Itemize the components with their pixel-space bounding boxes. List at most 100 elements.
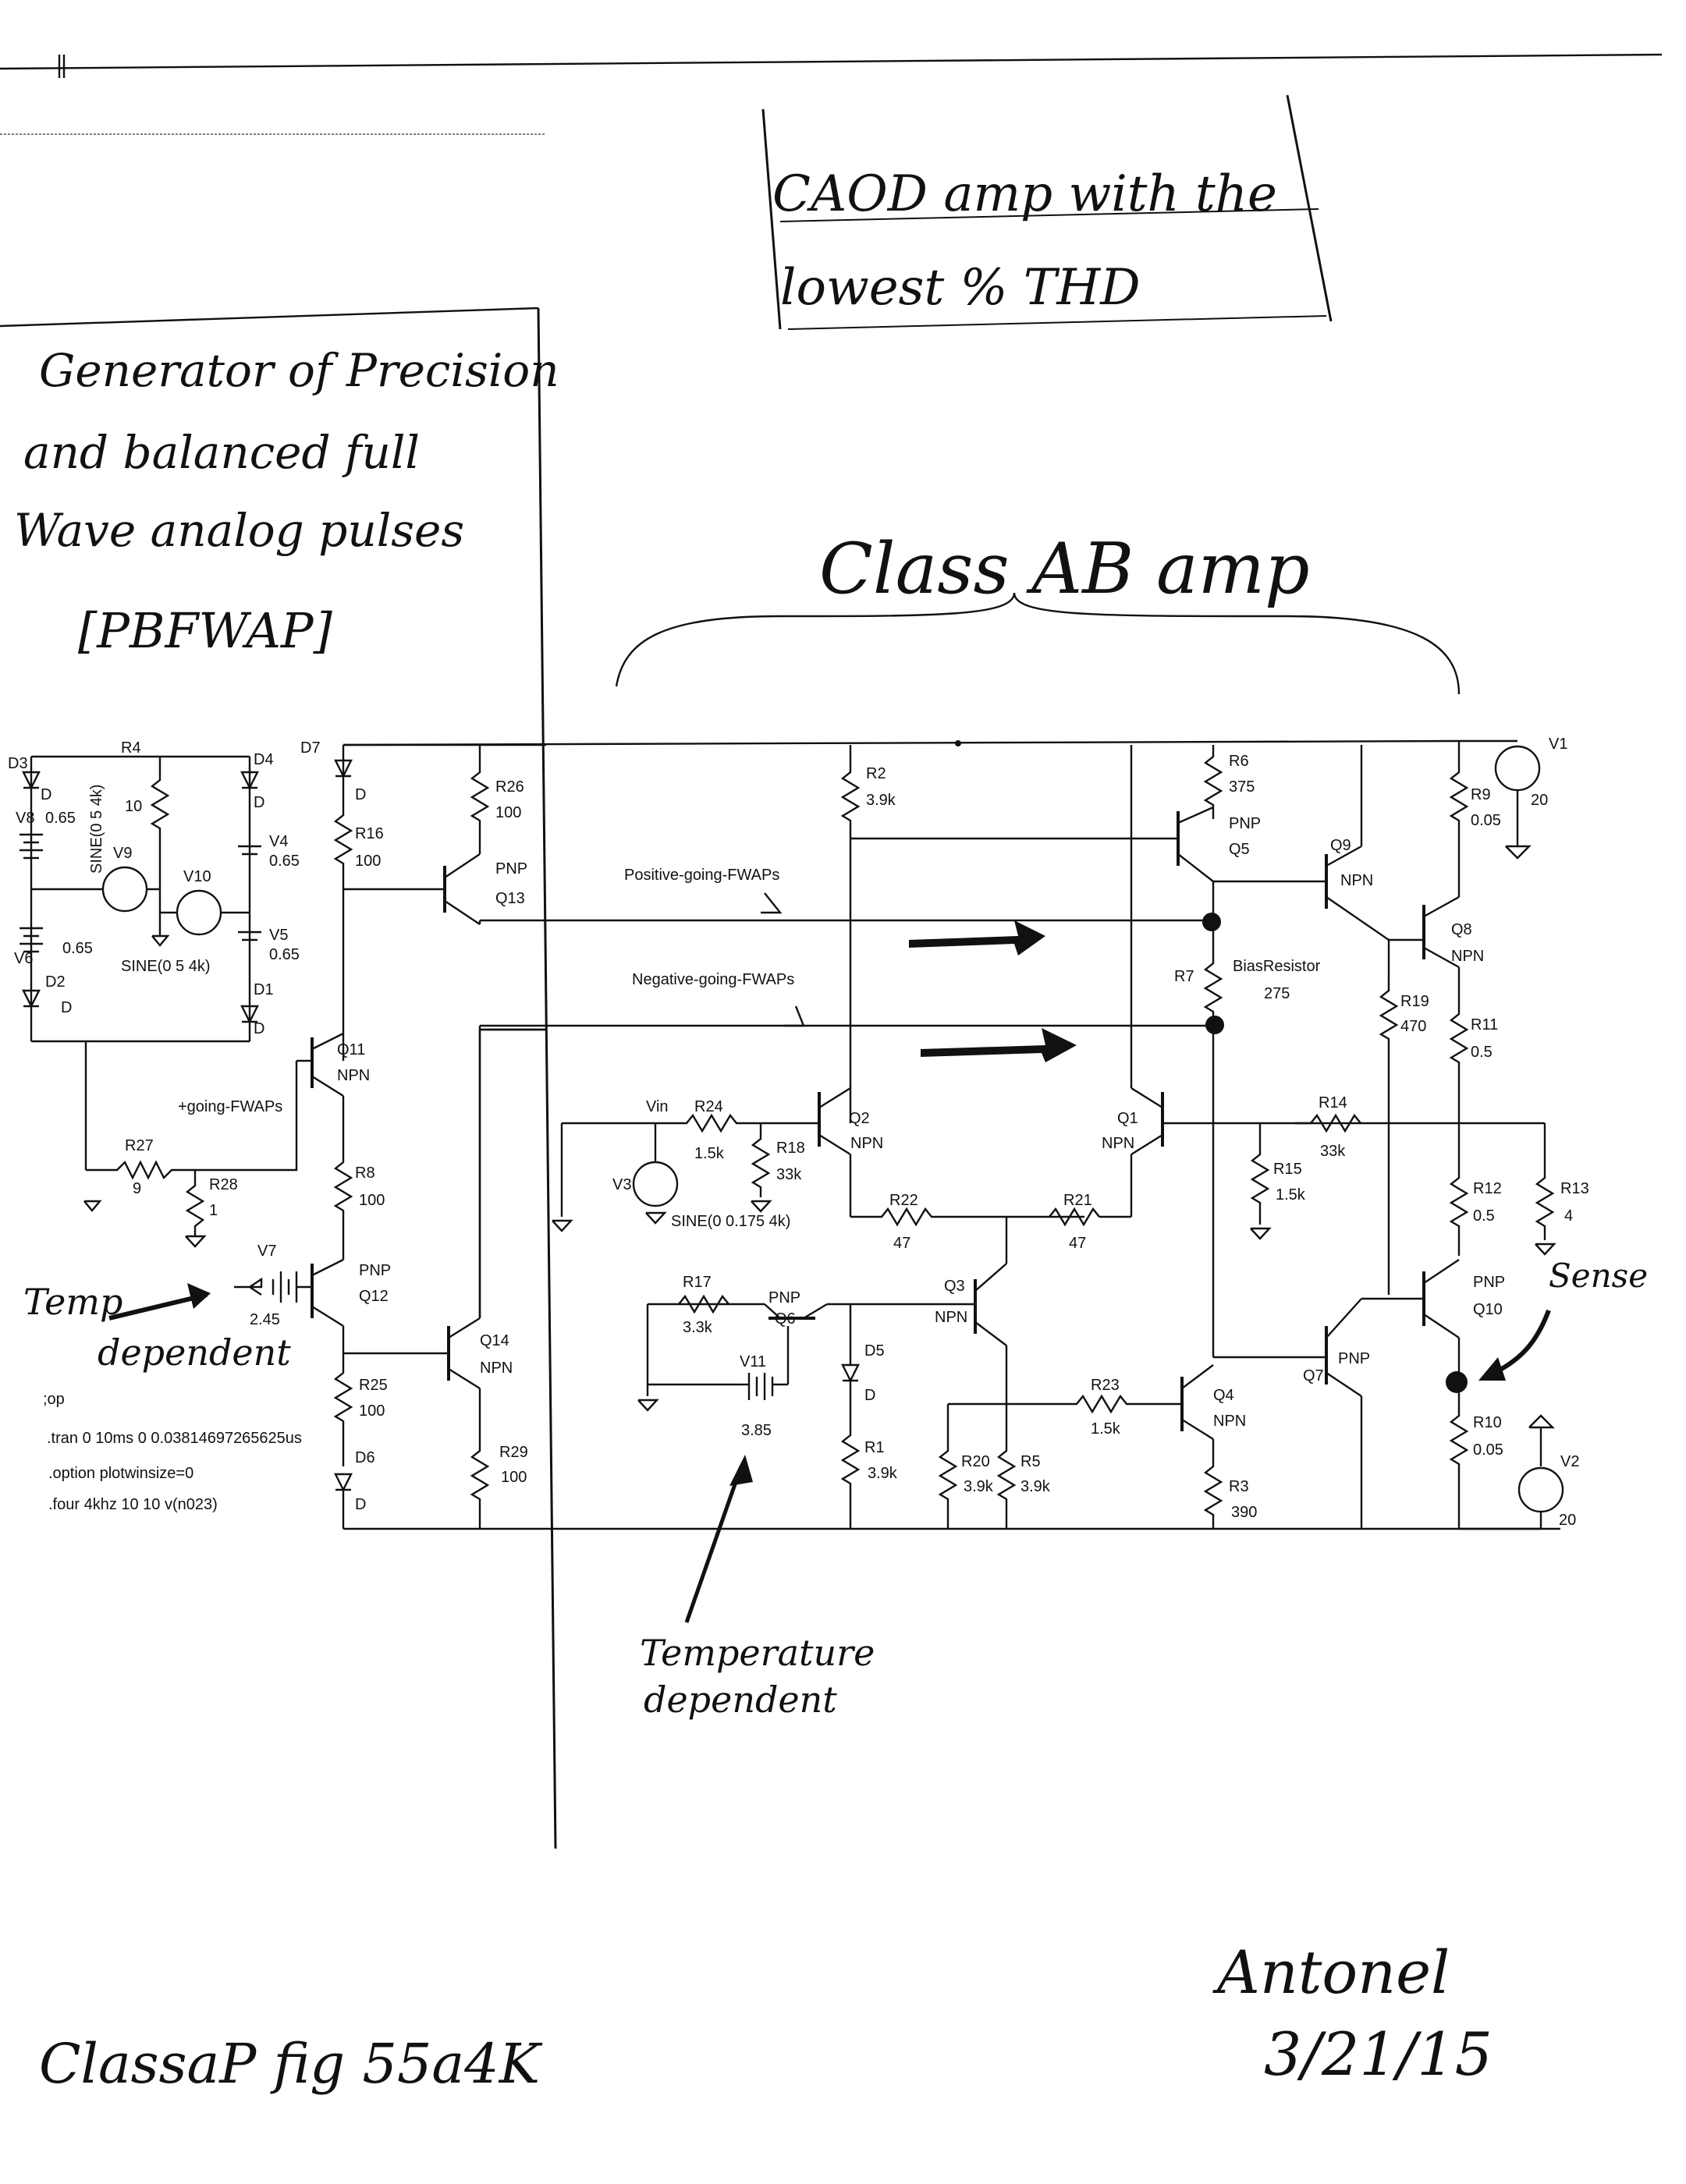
label-R6-val: 375 [1229,778,1255,796]
label-Q13: Q13 [495,890,525,907]
label-R24: R24 [694,1098,723,1115]
label-Q11: Q11 [337,1041,365,1058]
spice-four: .four 4khz 10 10 v(n023) [48,1496,218,1513]
label-V8-val: 0.65 [45,810,76,827]
label-R16-val: 100 [355,853,381,870]
spice-directives: ;op .tran 0 10ms 0 0.03814697265625us .o… [43,1391,302,1513]
label-R25: R25 [359,1377,388,1394]
label-R15-val: 1.5k [1276,1186,1306,1204]
label-Q12-type: PNP [359,1262,391,1279]
label-V10: V10 [183,868,211,885]
sense-annotation: Sense [1478,1257,1648,1381]
label-R18: R18 [776,1140,805,1157]
node-dot-positive [1202,913,1221,931]
label-R15: R15 [1273,1161,1302,1178]
label-R23: R23 [1091,1377,1120,1394]
label-D6-val: D [355,1496,366,1513]
label-R28: R28 [209,1176,238,1193]
label-V5-val: 0.65 [269,946,300,963]
label-R7-name: BiasResistor [1233,958,1321,975]
label-R6: R6 [1229,753,1249,770]
label-V3-val: SINE(0 0.175 4k) [671,1213,790,1230]
label-R9: R9 [1471,786,1491,803]
footer-signature: Antonel [1212,1938,1450,2007]
label-V4: V4 [269,833,288,850]
label-plus-going: +going-FWAPs [178,1098,282,1115]
label-Q14: Q14 [480,1332,509,1349]
label-R12: R12 [1473,1180,1502,1197]
label-Q7: Q7 [1303,1367,1324,1384]
label-R29-val: 100 [501,1469,527,1486]
footer-date: 3/21/15 [1264,2019,1493,2089]
node-dot-negative [1205,1016,1224,1034]
label-V9-val: SINE(0 5 4k) [88,785,105,874]
generator-line4: [PBFWAP] [78,602,333,659]
label-V6-val: 0.65 [62,940,93,957]
label-negative-fwaps: Negative-going-FWAPs [632,971,794,988]
temp-left-1: Temp [23,1281,122,1323]
label-R26: R26 [495,778,524,796]
label-V10-val: SINE(0 5 4k) [121,958,210,975]
title-line2: lowest % THD [780,259,1141,317]
temp-left-2: dependent [98,1331,291,1374]
amp-title: Class AB amp [819,528,1310,610]
label-Q7-type: PNP [1338,1350,1370,1367]
label-R19: R19 [1400,993,1429,1010]
label-R27: R27 [125,1137,154,1154]
label-D2: D2 [45,973,66,991]
label-R23-val: 1.5k [1091,1420,1121,1438]
label-Q4: Q4 [1213,1387,1234,1404]
label-V2-val: 20 [1559,1512,1576,1529]
label-R20: R20 [961,1453,990,1470]
label-R5: R5 [1020,1453,1041,1470]
label-D7-val: D [355,786,366,803]
label-R12-val: 0.5 [1473,1207,1495,1225]
label-R28-val: 1 [209,1202,218,1219]
label-Q6: Q6 [775,1310,796,1328]
label-Q4-type: NPN [1213,1413,1246,1430]
label-D1: D1 [254,981,274,998]
label-V4-val: 0.65 [269,853,300,870]
spice-option: .option plotwinsize=0 [48,1465,193,1482]
footer-filename: ClassaP fig 55a4K [39,2032,543,2096]
label-Q10: Q10 [1473,1301,1503,1318]
spice-op: ;op [43,1391,65,1408]
node-dot-sense [1446,1371,1468,1393]
label-R20-val: 3.9k [964,1478,994,1495]
label-Q1-type: NPN [1102,1135,1134,1152]
label-R14: R14 [1319,1094,1347,1112]
label-D3: D3 [8,755,28,772]
label-R5-val: 3.9k [1020,1478,1051,1495]
label-R8-val: 100 [359,1192,385,1209]
label-V11: V11 [740,1353,766,1370]
label-R4: R4 [121,739,141,757]
label-R1-val: 3.9k [868,1465,898,1482]
label-R4-val: 10 [125,798,142,815]
label-D7: D7 [300,739,321,757]
generator-note: Generator of Precision and balanced full… [14,344,559,659]
temperature-2: dependent [644,1679,837,1721]
label-D5: D5 [864,1342,885,1360]
label-R2: R2 [866,765,886,782]
label-V11-val: 3.85 [741,1422,772,1439]
label-Q12: Q12 [359,1288,389,1305]
label-V1-val: 20 [1531,792,1548,809]
label-Q8-type: NPN [1451,948,1484,965]
label-V7-val: 2.45 [250,1311,280,1328]
label-R29: R29 [499,1444,528,1461]
label-R3-val: 390 [1231,1504,1257,1521]
sense-label: Sense [1549,1257,1648,1295]
label-D4-val: D [254,794,264,811]
label-R9-val: 0.05 [1471,812,1501,829]
label-Q1: Q1 [1117,1110,1138,1127]
spice-tran: .tran 0 10ms 0 0.03814697265625us [47,1430,302,1447]
label-Q14-type: NPN [480,1360,513,1377]
label-D5-val: D [864,1387,875,1404]
temperature-1: Temperature [640,1632,875,1674]
label-D6: D6 [355,1449,375,1466]
label-R25-val: 100 [359,1402,385,1420]
class-ab-title: Class AB amp [615,528,1461,695]
generator-line2: and balanced full [23,426,420,479]
label-V5: V5 [269,927,288,944]
label-R24-val: 1.5k [694,1145,725,1162]
